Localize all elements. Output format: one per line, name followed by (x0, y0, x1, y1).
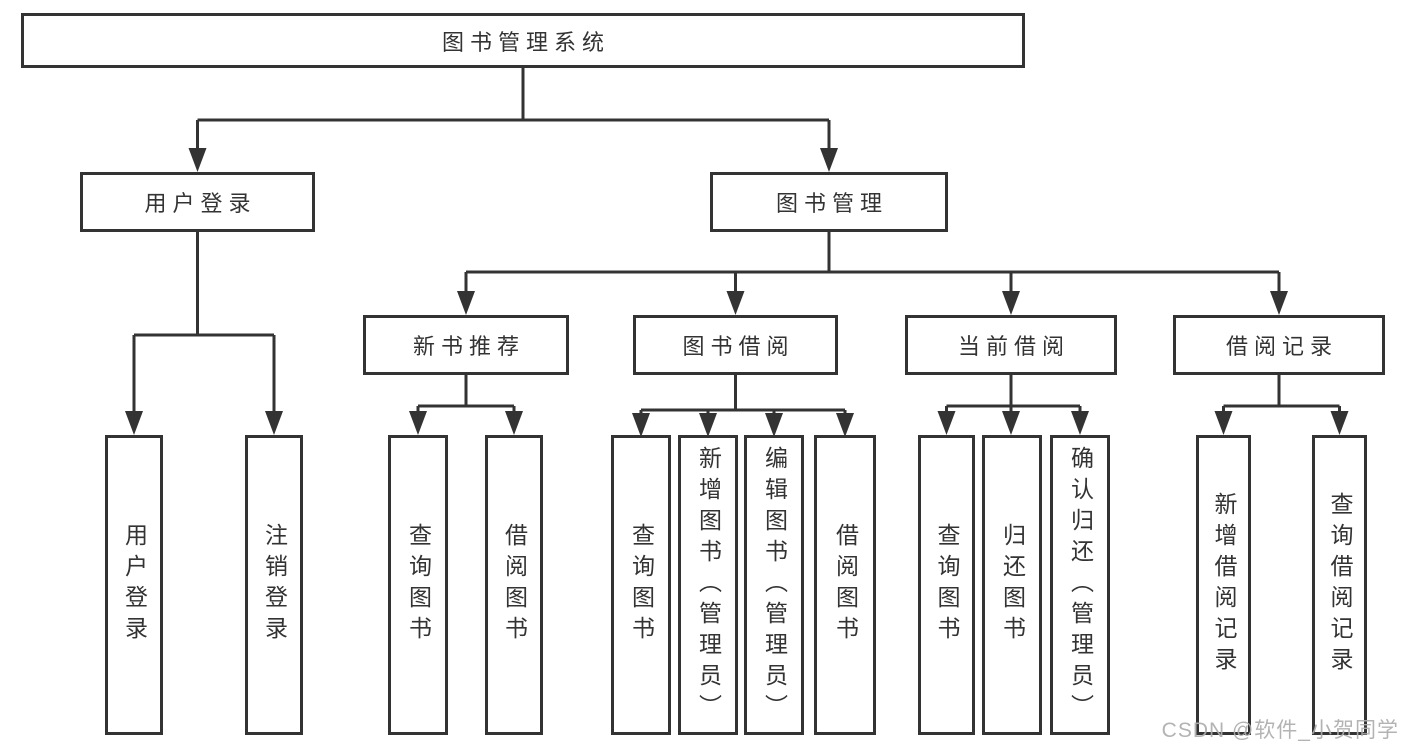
leaf-borrow-books: 借阅图书 (814, 435, 876, 735)
leaf-user-login: 用户登录 (105, 435, 163, 735)
node-book-management: 图书管理 (710, 172, 948, 232)
leaf-label: 查询图书 (934, 523, 960, 647)
leaf-label: 借阅图书 (501, 523, 528, 647)
node-borrowing-records: 借阅记录 (1173, 315, 1385, 375)
leaf-label: 查询借阅记录 (1327, 492, 1353, 678)
leaf-query-books-borrowing: 查询图书 (611, 435, 671, 735)
leaf-return-books: 归还图书 (982, 435, 1042, 735)
arrowhead-icons (125, 148, 1349, 437)
node-new-book-recommend: 新书推荐 (363, 315, 569, 375)
leaf-query-books-recommend: 查询图书 (388, 435, 448, 735)
watermark: CSDN @软件_小贺同学 (1161, 719, 1399, 742)
node-library-system: 图书管理系统 (21, 13, 1025, 68)
leaf-borrow-books-recommend: 借阅图书 (485, 435, 543, 735)
leaf-query-books-current: 查询图书 (918, 435, 975, 735)
node-current-borrowing: 当前借阅 (905, 315, 1117, 375)
leaf-label: 归还图书 (999, 523, 1026, 647)
leaf-edit-books-admin: 编辑图书（管理员） (744, 435, 804, 735)
leaf-label: 借阅图书 (832, 523, 859, 647)
leaf-label: 确认归还（管理员） (1067, 445, 1094, 725)
leaf-label: 查询图书 (628, 523, 655, 647)
leaf-label: 注销登录 (261, 523, 288, 647)
leaf-label: 新增图书（管理员） (695, 445, 722, 725)
leaf-label: 新增借阅记录 (1211, 492, 1237, 678)
connector-segments (132, 68, 1341, 415)
leaf-label: 用户登录 (121, 523, 148, 647)
leaf-query-borrow-record: 查询借阅记录 (1312, 435, 1367, 735)
leaf-add-books-admin: 新增图书（管理员） (678, 435, 738, 735)
node-book-borrowing: 图书借阅 (633, 315, 838, 375)
leaf-label: 查询图书 (405, 523, 432, 647)
leaf-logout: 注销登录 (245, 435, 303, 735)
node-user-login: 用户登录 (80, 172, 315, 232)
leaf-confirm-return-admin: 确认归还（管理员） (1050, 435, 1110, 735)
leaf-label: 编辑图书（管理员） (761, 445, 788, 725)
leaf-add-borrow-record: 新增借阅记录 (1196, 435, 1251, 735)
